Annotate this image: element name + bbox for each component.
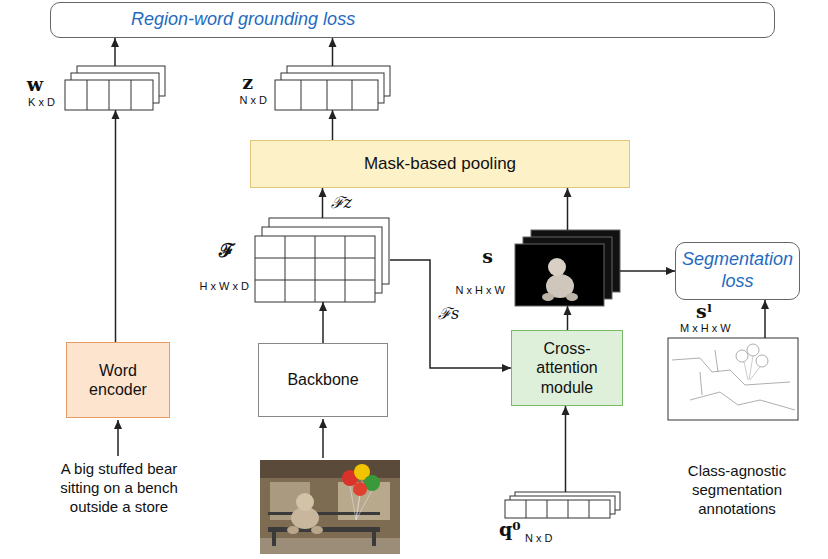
arrow-connector bbox=[115, 110, 117, 342]
annotation-sketch bbox=[668, 338, 798, 420]
mask-stack: sN x H x W bbox=[515, 230, 620, 306]
process-box: Backbone bbox=[258, 343, 388, 417]
arrow-connector bbox=[567, 306, 569, 330]
node-label: Backbone bbox=[287, 370, 358, 389]
tensor-symbol: w bbox=[27, 74, 43, 95]
dimension-label: H x W x D bbox=[200, 280, 250, 292]
arrow-connector bbox=[322, 188, 324, 218]
edge-label: ℱs bbox=[436, 304, 461, 323]
process-box: Cross-attention module bbox=[511, 330, 623, 406]
text-wrap: Segmentation loss bbox=[680, 249, 795, 292]
arrow-connector bbox=[567, 188, 569, 230]
query-tensor-grid bbox=[505, 492, 620, 518]
tensor-symbol: sˡ bbox=[696, 301, 712, 322]
arrow-connector bbox=[322, 302, 324, 343]
dimension-label: M x H x W bbox=[680, 322, 731, 334]
arrow-connector bbox=[565, 406, 567, 492]
tensor-symbol: s bbox=[482, 246, 493, 267]
node-label: Segmentation loss bbox=[680, 249, 795, 292]
dimension-label: N x D bbox=[240, 94, 268, 106]
mask-stack bbox=[515, 230, 620, 306]
tensor-stack: q⁰N x D bbox=[505, 492, 620, 518]
tensor-stack: wK x D bbox=[65, 66, 165, 110]
input-photo bbox=[260, 460, 400, 554]
tensor-symbol: ℱ bbox=[219, 240, 235, 261]
feature-map-grid bbox=[255, 218, 389, 302]
tensor-stack: zN x D bbox=[275, 66, 390, 110]
text-wrap: Region-word grounding loss bbox=[131, 9, 355, 31]
caption-label: Class-agnostic segmentation annotations bbox=[672, 462, 802, 518]
arrow-connector bbox=[332, 38, 334, 66]
annotation-image: sˡM x H x W bbox=[668, 338, 798, 420]
arrow-connector bbox=[114, 38, 116, 66]
w-tensor-grid bbox=[65, 66, 165, 110]
arrow-connector bbox=[620, 270, 675, 272]
loss-box: Segmentation loss bbox=[675, 242, 800, 300]
dimension-label: N x D bbox=[525, 532, 553, 544]
feature-map: ℱH x W x D bbox=[255, 218, 390, 302]
tensor-symbol: q⁰ bbox=[499, 519, 521, 540]
text-wrap: Backbone bbox=[287, 370, 358, 389]
node-label: Region-word grounding loss bbox=[131, 9, 355, 31]
dimension-label: N x H x W bbox=[456, 284, 506, 296]
arrow-connector bbox=[332, 110, 334, 140]
tensor-symbol: z bbox=[242, 72, 253, 93]
node-label: Word encoder bbox=[71, 361, 165, 399]
input-arrows bbox=[118, 419, 323, 458]
edge-label: ℱz bbox=[329, 193, 354, 212]
arrow-connector bbox=[764, 300, 766, 338]
z-tensor-grid bbox=[275, 66, 390, 110]
text-wrap: Mask-based pooling bbox=[364, 154, 516, 174]
dimension-label: K x D bbox=[28, 96, 55, 108]
process-box: Word encoder bbox=[66, 342, 170, 418]
node-label: Cross-attention module bbox=[516, 339, 618, 397]
arrow-connector bbox=[390, 260, 511, 368]
text-wrap: Cross-attention module bbox=[516, 339, 618, 397]
loss-box: Region-word grounding loss bbox=[50, 2, 775, 38]
caption-label: A big stuffed bear sitting on a bench ou… bbox=[40, 460, 198, 516]
node-label: Mask-based pooling bbox=[364, 154, 516, 174]
text-wrap: Word encoder bbox=[71, 361, 165, 399]
process-box: Mask-based pooling bbox=[250, 140, 630, 188]
